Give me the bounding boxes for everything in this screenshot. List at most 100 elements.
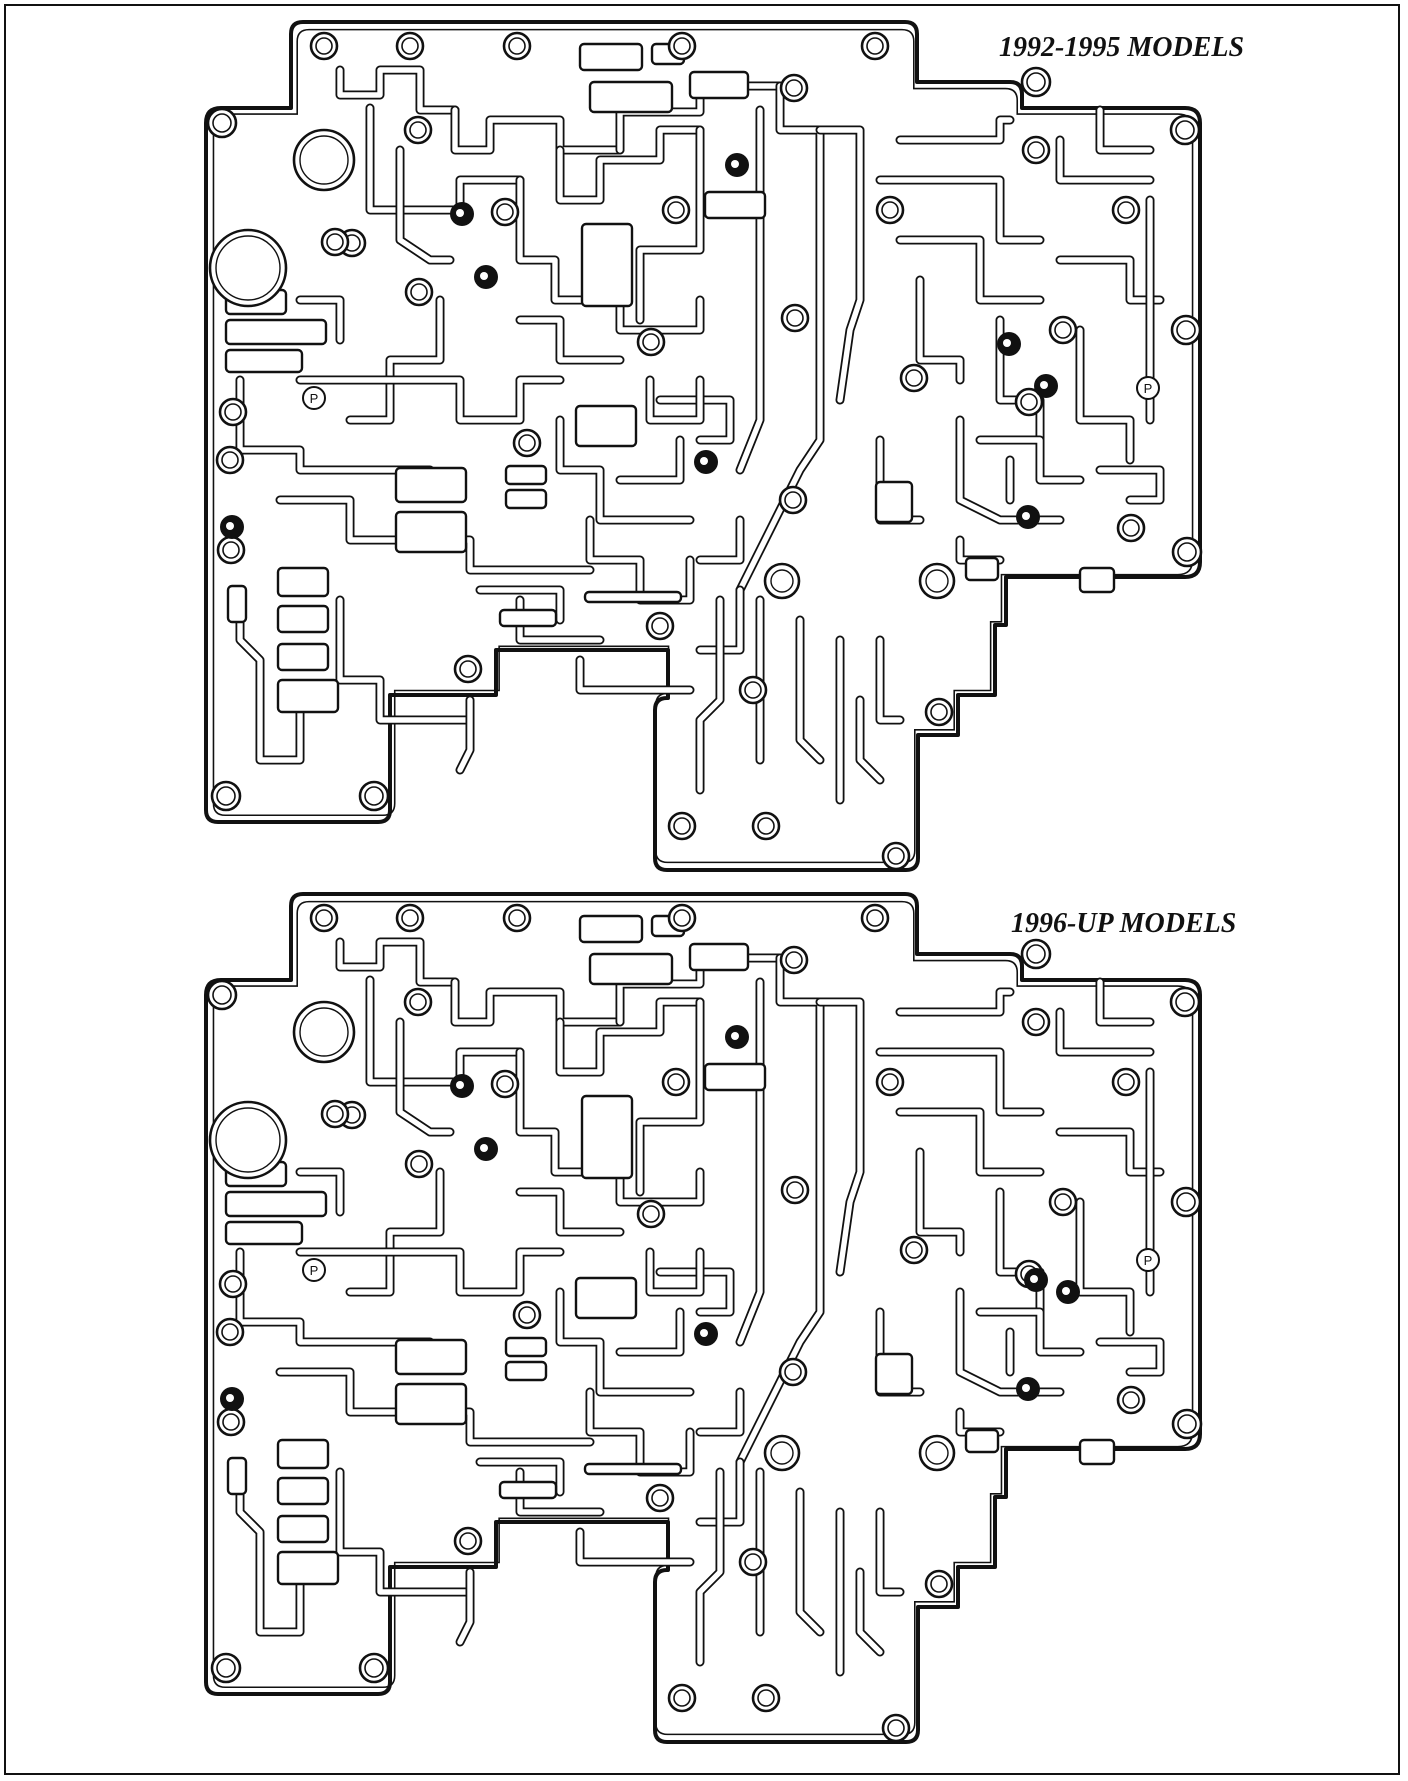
bolt-hole-inner [642, 1205, 660, 1223]
fluid-channel-core [657, 397, 733, 443]
passage-opening [703, 190, 767, 220]
bolt-hole-inner [518, 434, 536, 452]
bolt-hole-inner [315, 909, 333, 927]
bore-hole [918, 562, 956, 600]
bore-hole-inner [215, 1107, 281, 1173]
passage-opening [688, 942, 750, 972]
bolt-hole [899, 363, 929, 393]
passage-opening [504, 1360, 548, 1382]
check-ball-highlight [456, 1081, 464, 1089]
bolt-hole [490, 1069, 520, 1099]
bolt-hole-inner [930, 1575, 948, 1593]
bolt-hole-inner [905, 369, 923, 387]
passage-opening [504, 1336, 548, 1358]
fluid-channel-core [877, 1509, 903, 1595]
fluid-channel-core [617, 1309, 683, 1355]
bolt-hole-inner [1054, 321, 1072, 339]
passage-opening [226, 584, 248, 624]
fluid-channel-core [1057, 1009, 1153, 1055]
bolt-hole [661, 195, 691, 225]
bolt-hole [210, 780, 242, 812]
bolt-hole [395, 31, 425, 61]
bolt-hole [1171, 1408, 1203, 1440]
passage-opening [874, 480, 914, 524]
passage-openings [224, 914, 1116, 1586]
bolt-hole-inner [1054, 1193, 1072, 1211]
bolt-hole [1116, 513, 1146, 543]
bolt-hole [645, 611, 675, 641]
bolt-hole-inner [216, 786, 236, 806]
check-ball-highlight [1022, 512, 1030, 520]
check-ball-highlight [480, 272, 488, 280]
check-ball-highlight [480, 1144, 488, 1152]
passage-opening [498, 1480, 558, 1500]
bolt-hole-inner [930, 703, 948, 721]
bolt-hole [215, 1317, 245, 1347]
bolt-hole-inner [459, 660, 477, 678]
fluid-channel-core [737, 83, 823, 593]
bolt-hole-inner [212, 985, 232, 1005]
fluid-channel-core [917, 1149, 963, 1255]
check-ball-highlight [456, 209, 464, 217]
bolt-hole [779, 73, 809, 103]
bolt-hole-inner [744, 681, 762, 699]
bolt-hole-inner [410, 1155, 428, 1173]
bolt-hole [1021, 1007, 1051, 1037]
fluid-channel-core [557, 417, 693, 523]
bolt-hole-inner [757, 817, 775, 835]
passage-opening [1078, 1438, 1116, 1466]
fluid-channel-core [817, 127, 863, 403]
bolt-hole [309, 903, 339, 933]
bolt-hole [216, 1407, 246, 1437]
bore-hole [292, 1000, 356, 1064]
bolt-hole [875, 1067, 905, 1097]
bolt-hole-inner [410, 283, 428, 301]
fluid-channel-core [1057, 257, 1163, 303]
bolt-hole [1048, 315, 1078, 345]
bolt-hole [667, 811, 697, 841]
bolt-hole-inner [459, 1532, 477, 1550]
bolt-hole-inner [1177, 542, 1197, 562]
fluid-channel-core [517, 1049, 613, 1175]
separator-plate-1992-1995: PP [204, 20, 1203, 872]
check-balls [220, 1025, 1080, 1411]
fluid-channel-core [977, 1309, 1083, 1355]
bore-hole-inner [925, 569, 949, 593]
pressure-port-marker [302, 386, 326, 410]
bolt-hole [881, 1713, 911, 1743]
bolt-hole-inner [508, 909, 526, 927]
fluid-channel-core [237, 1249, 433, 1345]
passage-opening [574, 404, 638, 448]
passage-opening [583, 590, 683, 604]
bolt-hole [512, 1300, 542, 1330]
check-ball-highlight [1030, 1275, 1038, 1283]
bolt-hole-inner [222, 1413, 240, 1431]
bolt-hole-inner [673, 37, 691, 55]
fluid-channel-core [637, 999, 703, 1195]
pressure-port-marker [302, 1258, 326, 1282]
bolt-hole-inner [496, 203, 514, 221]
bolt-hole [404, 277, 434, 307]
fluid-channel-core [587, 1389, 693, 1475]
passage-opening [588, 952, 674, 986]
passage-opening [498, 608, 558, 628]
bolt-hole [206, 107, 238, 139]
passage-opening [688, 70, 750, 100]
passage-opening [578, 914, 644, 944]
bolt-hole-inner [642, 333, 660, 351]
bolt-hole-inner [905, 1241, 923, 1259]
bolt-hole-inner [757, 1689, 775, 1707]
passage-opening [394, 466, 468, 504]
fluid-channel-core [1097, 467, 1163, 503]
bolt-hole [924, 697, 954, 727]
bolt-hole [738, 675, 768, 705]
bolt-hole [216, 535, 246, 565]
bolt-hole [636, 327, 666, 357]
fluid-channel-core [857, 697, 883, 783]
bolt-hole-inner [1175, 992, 1195, 1012]
passage-opening [580, 222, 634, 308]
fluid-channel-core [297, 1169, 343, 1215]
fluid-channel-core [697, 1469, 723, 1665]
bolt-hole [218, 397, 248, 427]
bore-hole-inner [299, 1007, 349, 1057]
